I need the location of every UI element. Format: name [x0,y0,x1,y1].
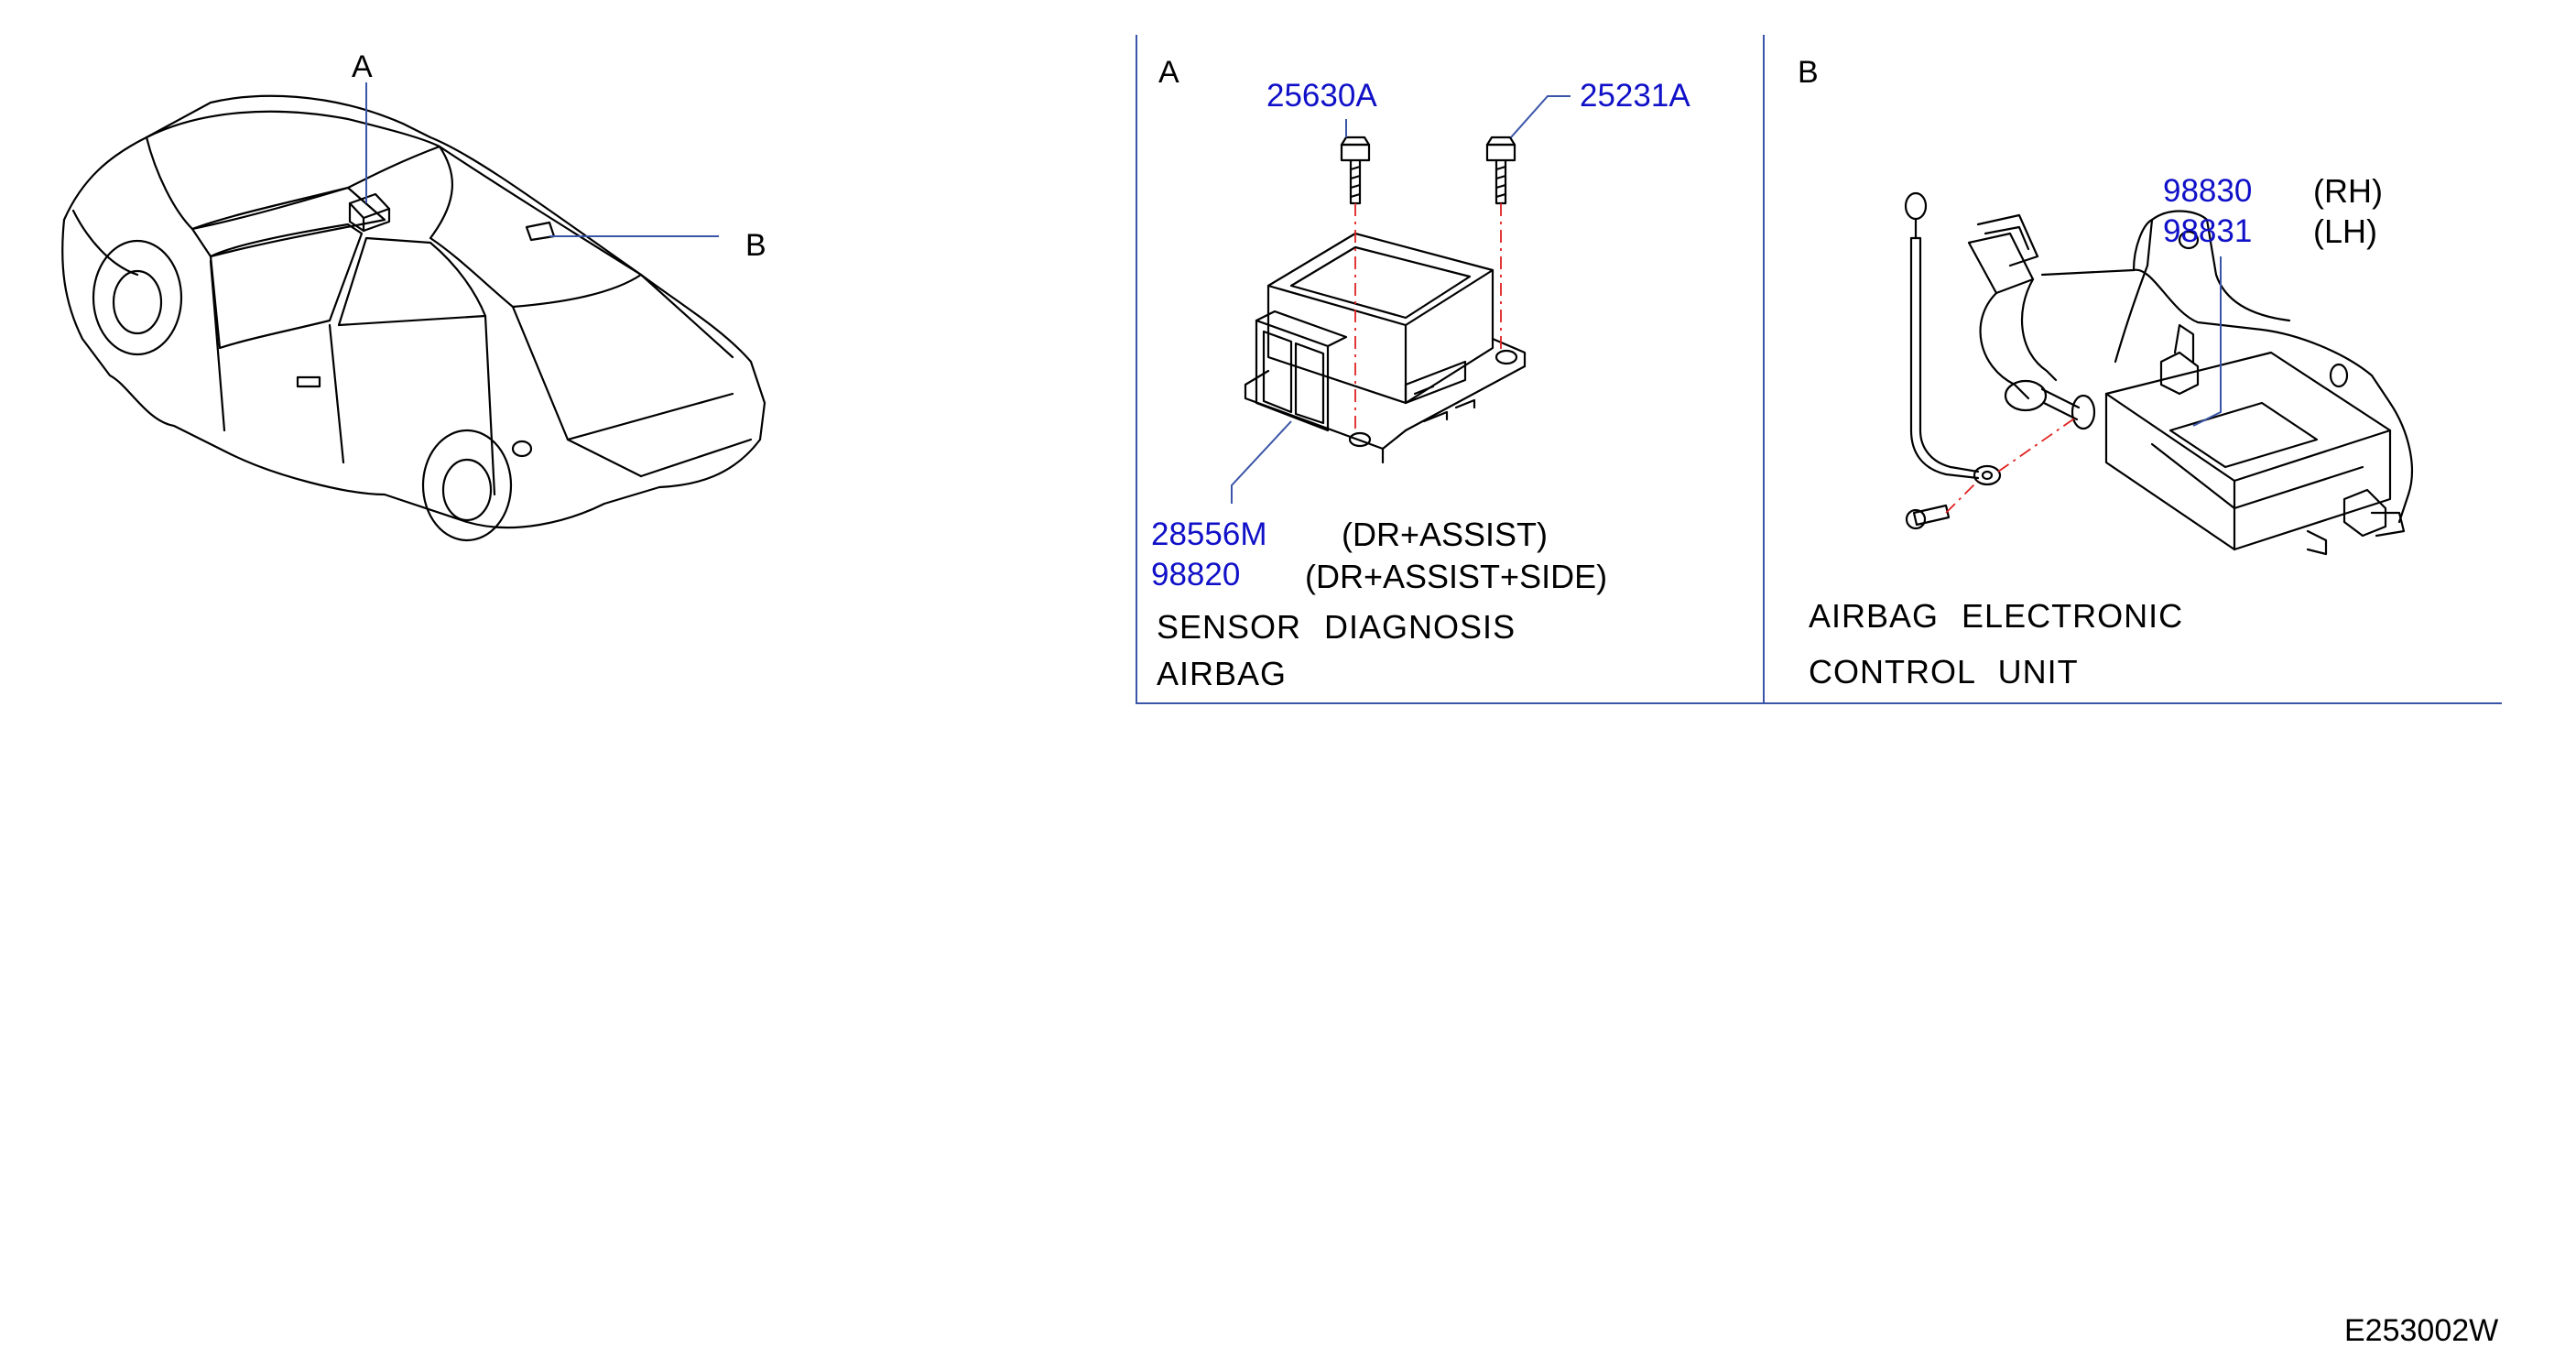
part-number-25231a[interactable]: 25231A [1580,78,1690,114]
part-note-dr-assist: (DR+ASSIST) [1342,516,1549,553]
part-note-lh: (LH) [2313,212,2377,250]
panels-bottom-border [1136,702,2502,704]
panel-a-caption-line-2: AIRBAG [1157,655,1288,692]
diagram-code: E253002W [2344,1313,2499,1348]
panel-a-left-border [1136,35,1137,703]
leader-lines [365,82,2222,504]
part-note-rh: (RH) [2313,172,2383,210]
panel-a-letter: A [1158,55,1179,90]
car-illustration [61,94,766,542]
panel-b-letter: B [1798,55,1819,90]
car-callout-a: A [352,49,373,84]
car-callout-b: B [745,228,766,263]
part-note-dr-assist-side: (DR+ASSIST+SIDE) [1305,558,1608,595]
control-unit-drawing [1904,191,2414,556]
part-number-25630a[interactable]: 25630A [1266,78,1377,114]
panel-divider [1763,35,1765,703]
part-number-98820[interactable]: 98820 [1151,557,1241,593]
panel-b-caption-line-1: AIRBAG ELECTRONIC [1809,597,2184,635]
part-number-98831[interactable]: 98831 [2163,213,2253,249]
centerlines [1354,203,2078,514]
part-number-28556m[interactable]: 28556M [1151,516,1267,552]
sensor-module-drawing [1244,136,1527,464]
part-number-98830[interactable]: 98830 [2163,173,2253,209]
panel-a-caption-line-1: SENSOR DIAGNOSIS [1157,608,1516,646]
panel-b-caption-line-2: CONTROL UNIT [1809,653,2079,690]
